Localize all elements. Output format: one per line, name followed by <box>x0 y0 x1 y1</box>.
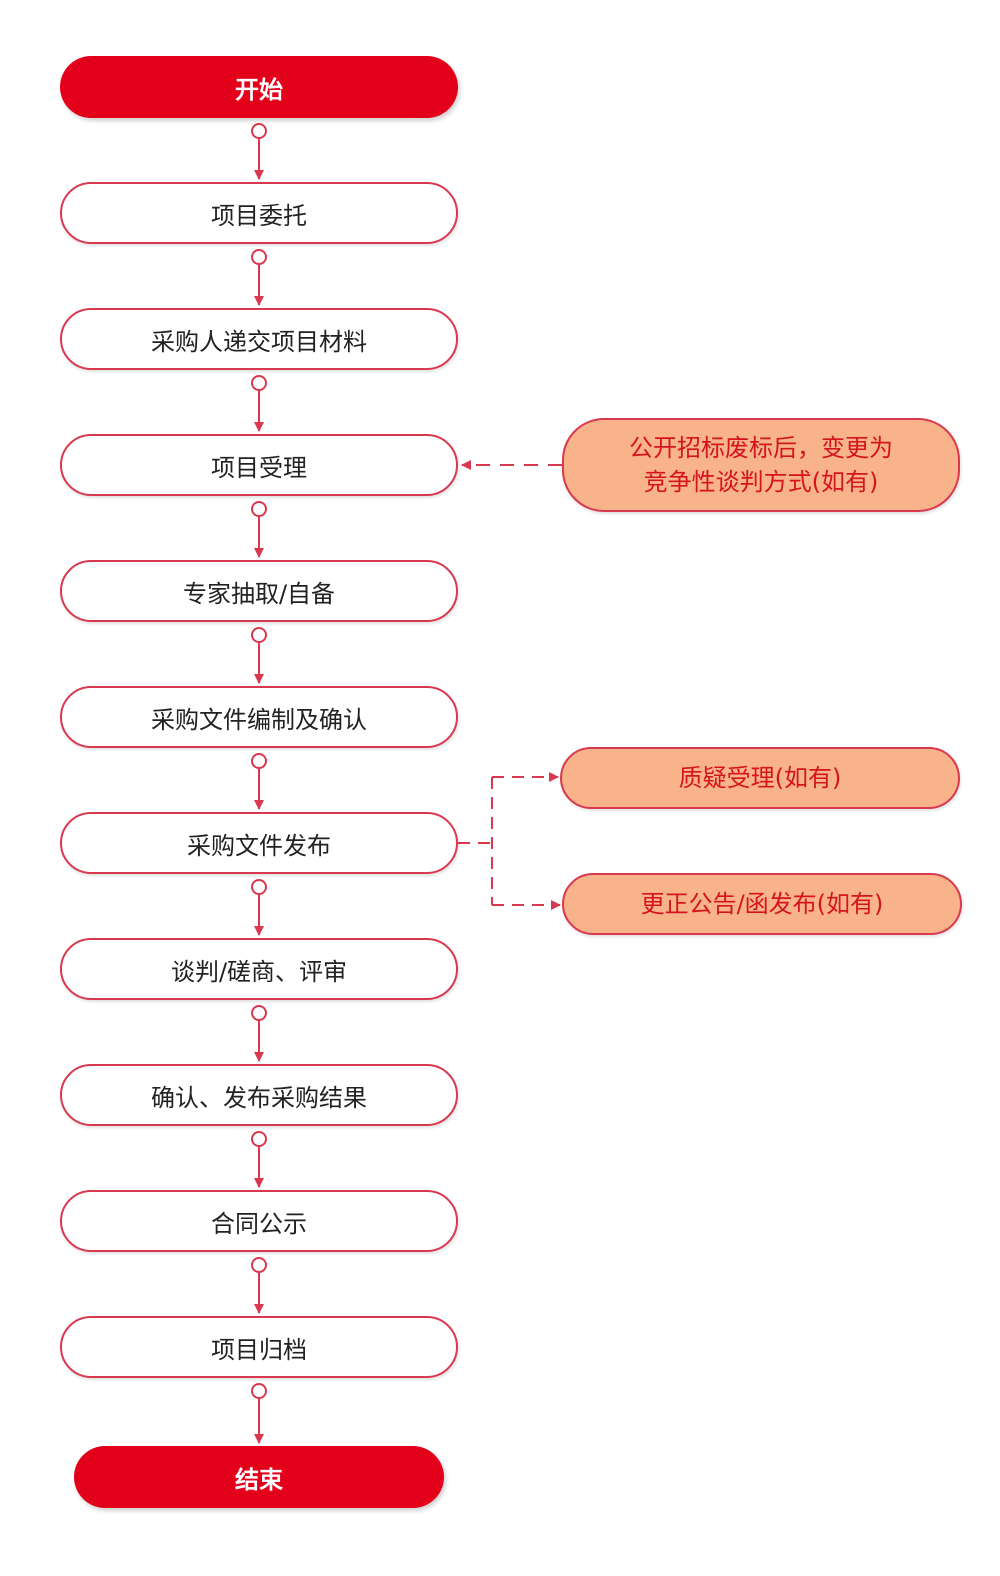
connector-dot <box>251 1257 267 1273</box>
connector-dot <box>251 627 267 643</box>
step-result-publish: 确认、发布采购结果 <box>60 1064 458 1126</box>
step-document-publish: 采购文件发布 <box>60 812 458 874</box>
connector-dot <box>251 879 267 895</box>
connector-dot <box>251 375 267 391</box>
step-negotiation-review: 谈判/磋商、评审 <box>60 938 458 1000</box>
connector-dot <box>251 249 267 265</box>
connector-dot <box>251 123 267 139</box>
correction-note: 更正公告/函发布(如有) <box>562 873 962 935</box>
connector-dot <box>251 1131 267 1147</box>
main-flow-arrows <box>251 123 267 1444</box>
tender-change-line-2: 竞争性谈判方式(如有) <box>643 468 879 496</box>
step-project-acceptance: 项目受理 <box>60 434 458 496</box>
step-project-archive: 项目归档 <box>60 1316 458 1378</box>
step-document-preparation: 采购文件编制及确认 <box>60 686 458 748</box>
step-project-entrust: 项目委托 <box>60 182 458 244</box>
step-contract-notice: 合同公示 <box>60 1190 458 1252</box>
connector-dot <box>251 1005 267 1021</box>
connector-dot <box>251 1383 267 1399</box>
start-node: 开始 <box>60 56 458 118</box>
query-note: 质疑受理(如有) <box>560 747 960 809</box>
step-expert-selection: 专家抽取/自备 <box>60 560 458 622</box>
connector-dot <box>251 753 267 769</box>
tender-change-note: 公开招标废标后，变更为 竞争性谈判方式(如有) <box>562 418 960 512</box>
connector-dot <box>251 501 267 517</box>
tender-change-line-1: 公开招标废标后，变更为 <box>629 434 893 462</box>
step-submit-materials: 采购人递交项目材料 <box>60 308 458 370</box>
end-node: 结束 <box>74 1446 444 1508</box>
